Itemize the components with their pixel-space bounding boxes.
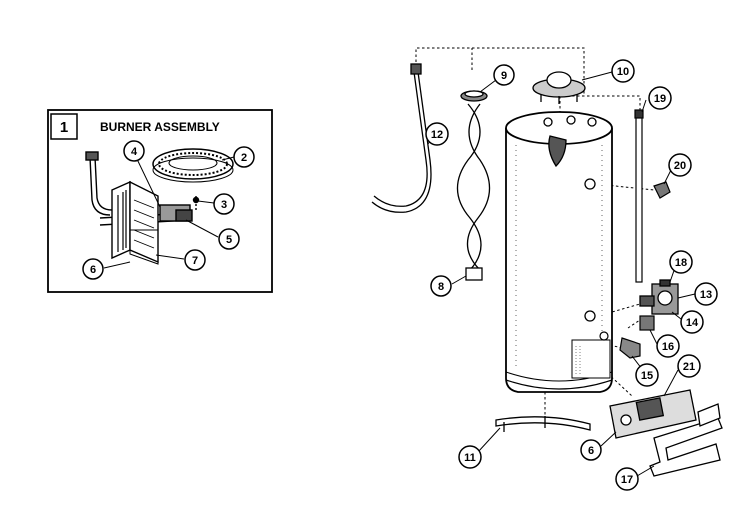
- svg-text:15: 15: [641, 370, 653, 382]
- inset-number-box: [50, 113, 78, 140]
- svg-text:21: 21: [683, 361, 695, 373]
- draft-hood: [532, 71, 586, 104]
- svg-text:11: 11: [464, 452, 476, 464]
- callout-19: 19: [648, 86, 672, 110]
- svg-text:19: 19: [654, 93, 666, 105]
- top-fittings: [543, 115, 597, 168]
- callout-6-inset: 6: [82, 258, 104, 280]
- callout-7: 7: [184, 249, 206, 271]
- callout-9: 9: [493, 64, 515, 86]
- svg-text:10: 10: [617, 66, 629, 78]
- gas-control-valve: [639, 279, 679, 315]
- baffle-top: [460, 90, 488, 102]
- svg-text:9: 9: [501, 70, 507, 82]
- elbow-fitting: [619, 337, 641, 359]
- svg-text:16: 16: [662, 341, 674, 353]
- drain-fitting: [653, 181, 671, 199]
- callout-12: 12: [425, 122, 449, 146]
- callout-6-main: 6: [580, 439, 602, 461]
- svg-text:14: 14: [686, 317, 699, 329]
- svg-text:13: 13: [700, 289, 712, 301]
- pilot-tubing: [85, 151, 113, 216]
- outer-door-panel: [609, 389, 697, 439]
- callout-14: 14: [680, 310, 704, 334]
- callout-16: 16: [656, 334, 680, 358]
- base-ring: [495, 416, 591, 432]
- callout-15: 15: [635, 363, 659, 387]
- inset-leaders: [103, 156, 235, 269]
- inset-number: 1: [60, 119, 68, 136]
- callout-10: 10: [611, 59, 635, 83]
- callout-21: 21: [677, 354, 701, 378]
- callout-17: 17: [615, 467, 639, 491]
- inset-frame: [47, 109, 273, 293]
- callout-11: 11: [458, 445, 482, 469]
- svg-text:5: 5: [226, 234, 232, 246]
- svg-text:6: 6: [90, 264, 96, 276]
- relief-valve: [639, 315, 655, 331]
- inset-title: BURNER ASSEMBLY: [100, 120, 220, 134]
- flue-baffle: [456, 103, 491, 281]
- callout-18: 18: [669, 250, 693, 274]
- svg-text:8: 8: [438, 281, 444, 293]
- callout-4: 4: [123, 140, 145, 162]
- svg-text:2: 2: [241, 152, 247, 164]
- svg-text:18: 18: [675, 257, 687, 269]
- water-heater-exploded-view: 6 8 9 10 11 12 13 14 15 16 17 18 19 20 2…: [371, 47, 723, 491]
- svg-text:17: 17: [621, 474, 633, 486]
- burner-door: [111, 180, 159, 265]
- svg-text:20: 20: [674, 160, 686, 172]
- burner-assembly-inset: 1 BURNER ASSEMBLY: [47, 109, 273, 293]
- callout-8: 8: [430, 275, 452, 297]
- callout-5: 5: [218, 228, 240, 250]
- callout-20: 20: [668, 153, 692, 177]
- svg-text:3: 3: [221, 199, 227, 211]
- svg-text:6: 6: [588, 445, 594, 457]
- tank-body: [505, 111, 613, 393]
- anode-rod: [634, 109, 644, 283]
- callout-13: 13: [694, 282, 718, 306]
- svg-text:7: 7: [192, 255, 198, 267]
- shield-bracket: [649, 403, 723, 477]
- callout-3: 3: [213, 193, 235, 215]
- svg-text:12: 12: [431, 129, 443, 141]
- svg-text:4: 4: [131, 146, 138, 158]
- dip-tube: [371, 63, 432, 213]
- callout-2: 2: [233, 146, 255, 168]
- burner-ring: [152, 148, 234, 183]
